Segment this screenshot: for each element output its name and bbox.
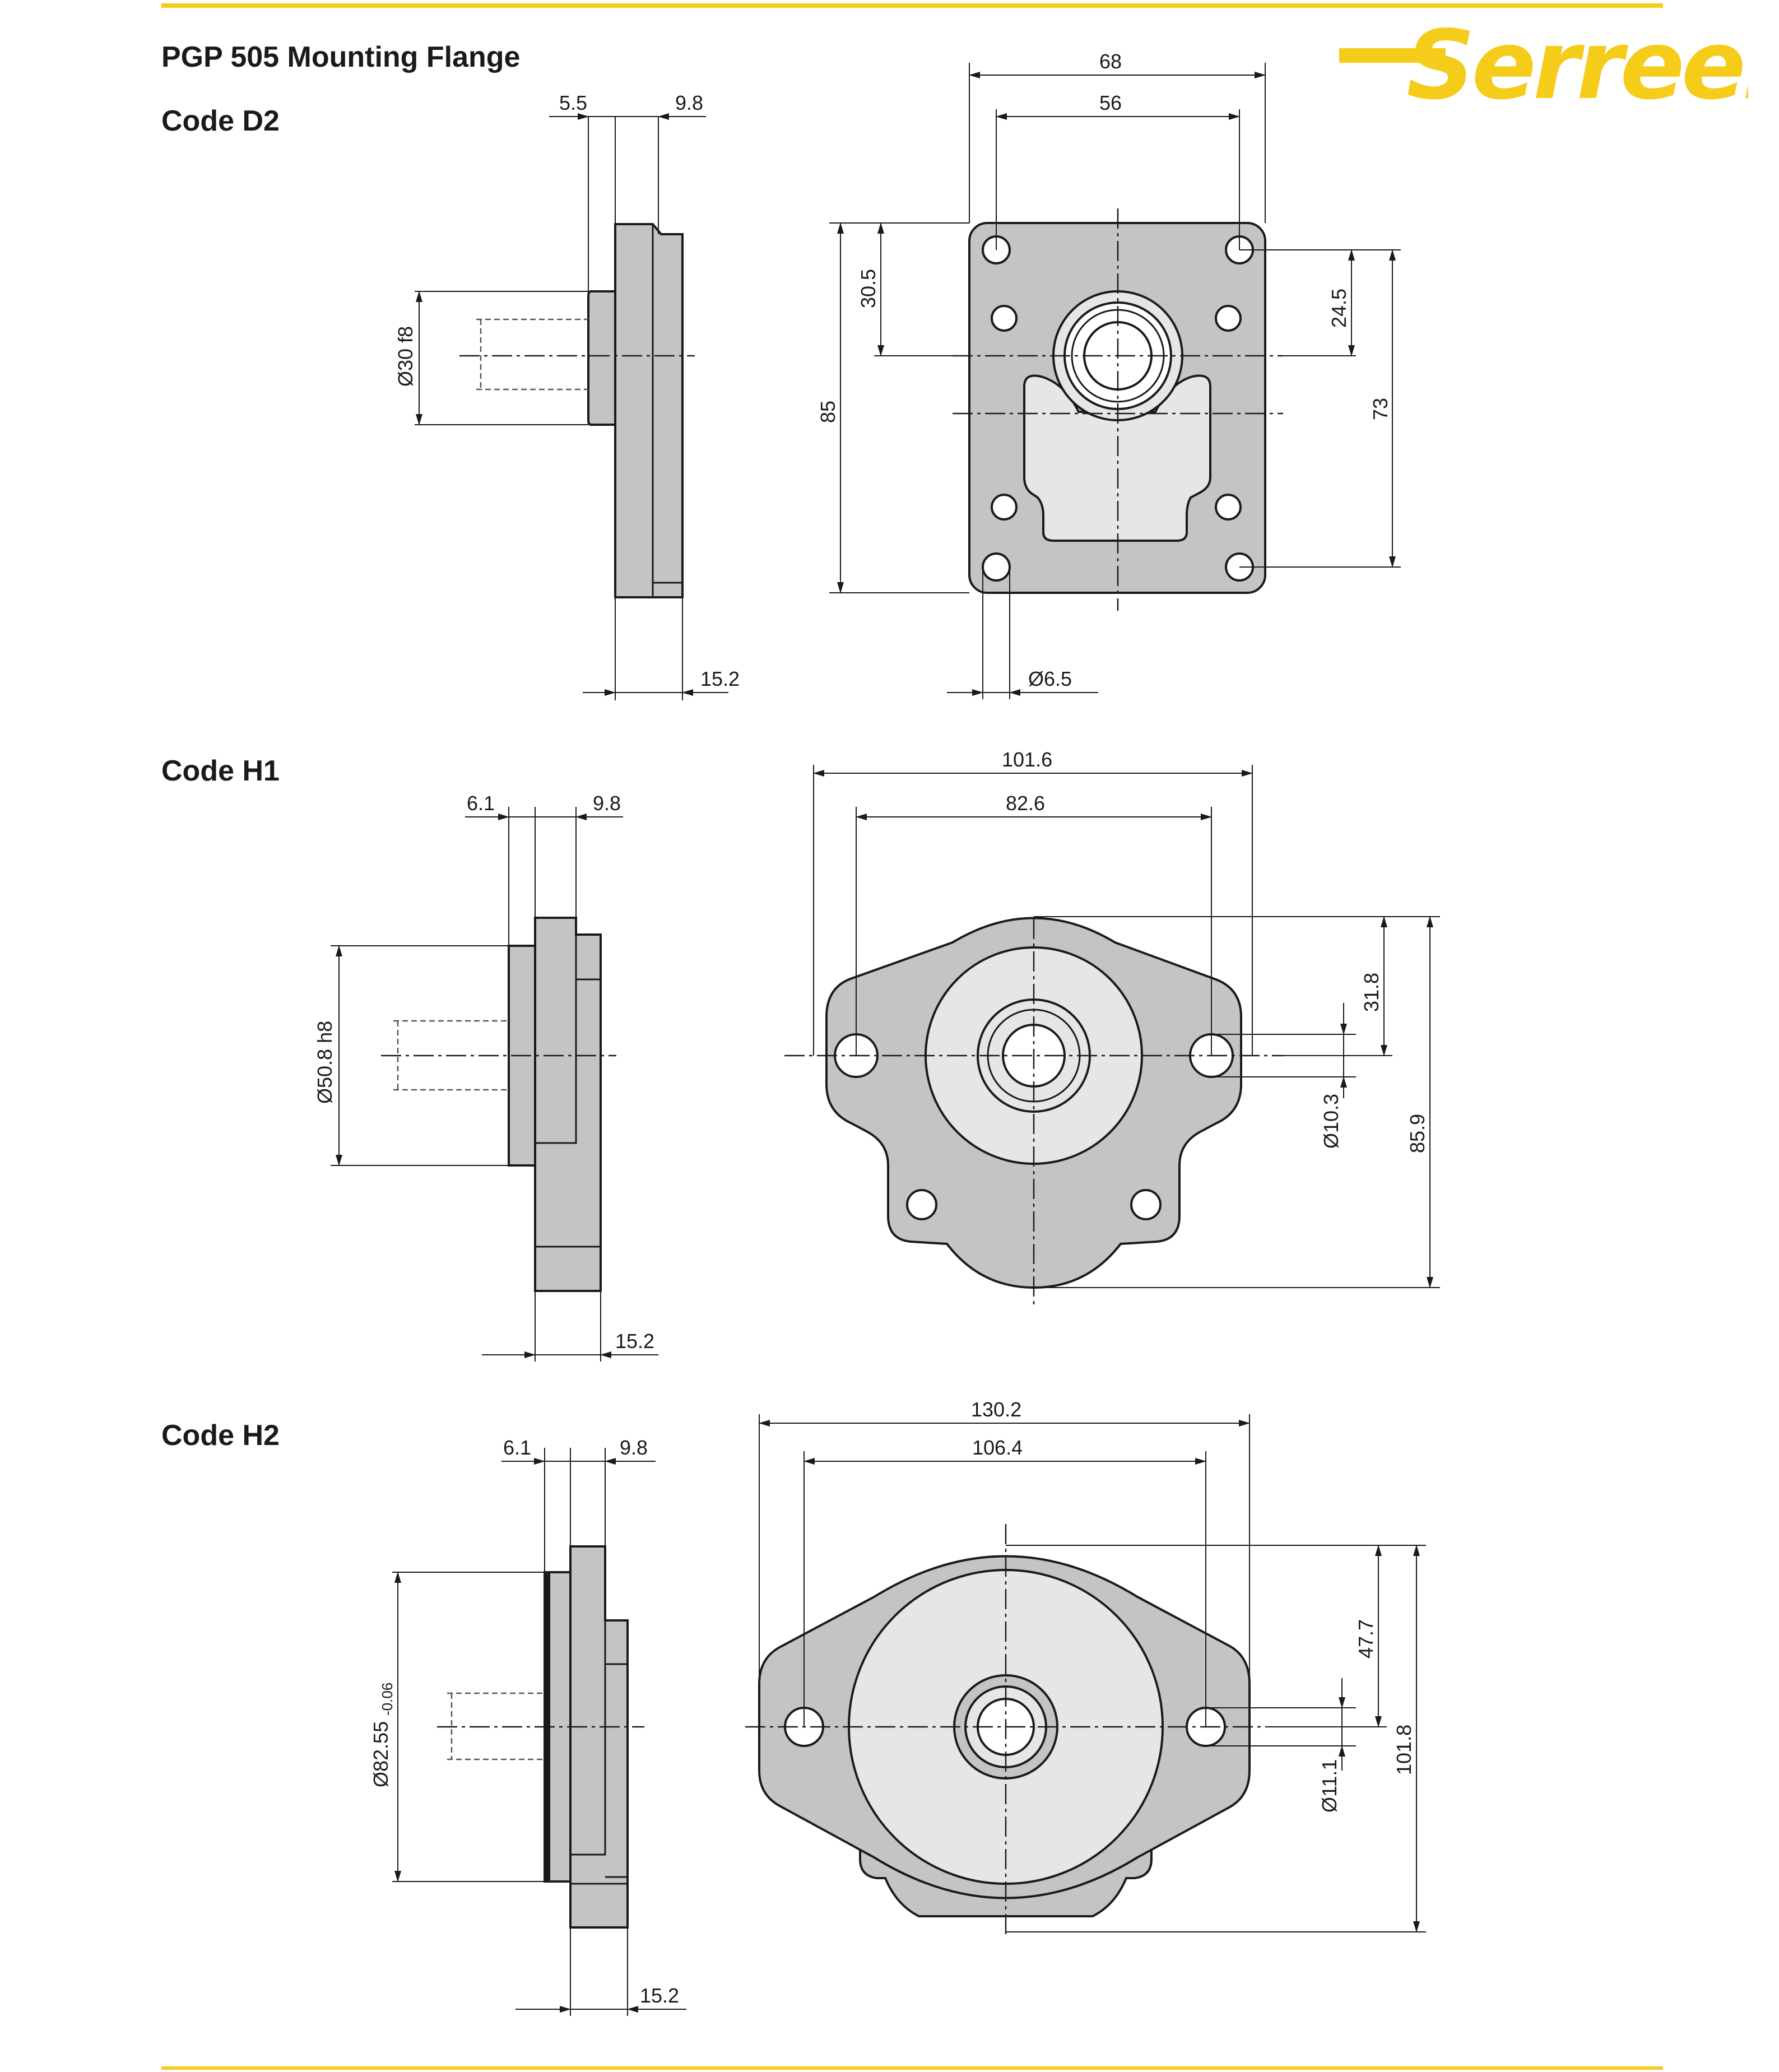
h2-dim-height: 101.8 [1392,1725,1415,1775]
d2-dim-hole-dia: Ø6.5 [1028,667,1072,690]
d2-dim-width-inner: 56 [1099,91,1122,114]
h2-dim-side-b: 9.8 [620,1436,648,1459]
d2-dimension-labels: 5.5 9.8 Ø30 f8 15.2 68 56 85 30.5 24.5 7… [394,50,1392,690]
d2-dim-width-outer: 68 [1099,50,1122,73]
h2-dim-width-outer: 130.2 [971,1398,1021,1421]
h1-dim-width-inner: 82.6 [1006,792,1045,815]
h1-dim-width-outer: 101.6 [1002,748,1052,771]
d2-side-view [415,113,728,700]
d2-dim-side-b: 9.8 [675,91,703,114]
h2-dim-side-a: 6.1 [503,1436,531,1459]
h2-front-view [745,1414,1426,1936]
h1-dim-side-a: 6.1 [467,792,495,815]
h1-mounting-holes [834,1033,1234,1220]
h2-dim-pilot-tol: -0.06 [379,1683,396,1716]
h2-dim-width-inner: 106.4 [972,1436,1023,1459]
d2-front-view [829,63,1401,699]
page-title: PGP 505 Mounting Flange [161,41,521,73]
h1-dim-hole-dia: Ø10.3 [1320,1094,1343,1149]
brand-logo-text: Serreen [1406,11,1748,106]
d2-dim-hole-offset: 24.5 [1327,289,1350,328]
d2-dim-side-depth: 15.2 [700,667,740,690]
d2-dim-pilot-dia: Ø30 f8 [394,326,417,387]
d2-dim-to-center: 30.5 [857,269,880,308]
h1-dim-side-b: 9.8 [593,792,621,815]
h2-dimension-labels: 6.1 9.8 Ø82.55 -0.06 15.2 130.2 106.4 47… [369,1398,1415,2007]
bottom-accent-rule [161,2066,1663,2070]
section-label-d2: Code D2 [161,105,280,137]
h2-dim-to-center: 47.7 [1354,1619,1377,1658]
section-label-h2: Code H2 [161,1419,280,1452]
d2-dim-side-a: 5.5 [559,91,587,114]
brand-logo: Serreen [1339,11,1748,106]
top-accent-rule [161,3,1663,8]
d2-dim-height-inner: 73 [1369,398,1392,420]
h1-dim-to-center: 31.8 [1360,973,1383,1012]
h2-dim-hole-dia: Ø11.1 [1318,1759,1341,1813]
h2-dim-pilot-dia: Ø82.55 [369,1721,392,1787]
d2-dim-height-outer: 85 [816,401,839,423]
h1-dim-side-depth: 15.2 [615,1330,654,1353]
h2-side-view [392,1448,686,2016]
h2-dim-side-depth: 15.2 [640,1984,679,2007]
h1-dim-pilot-dia: Ø50.8 h8 [313,1021,336,1104]
h1-dimension-labels: 6.1 9.8 Ø50.8 h8 15.2 101.6 82.6 31.8 Ø1… [313,748,1429,1353]
section-label-h1: Code H1 [161,755,280,787]
h1-front-view [784,765,1440,1306]
h1-dim-height: 85.9 [1406,1114,1429,1153]
h1-side-view [331,807,658,1362]
